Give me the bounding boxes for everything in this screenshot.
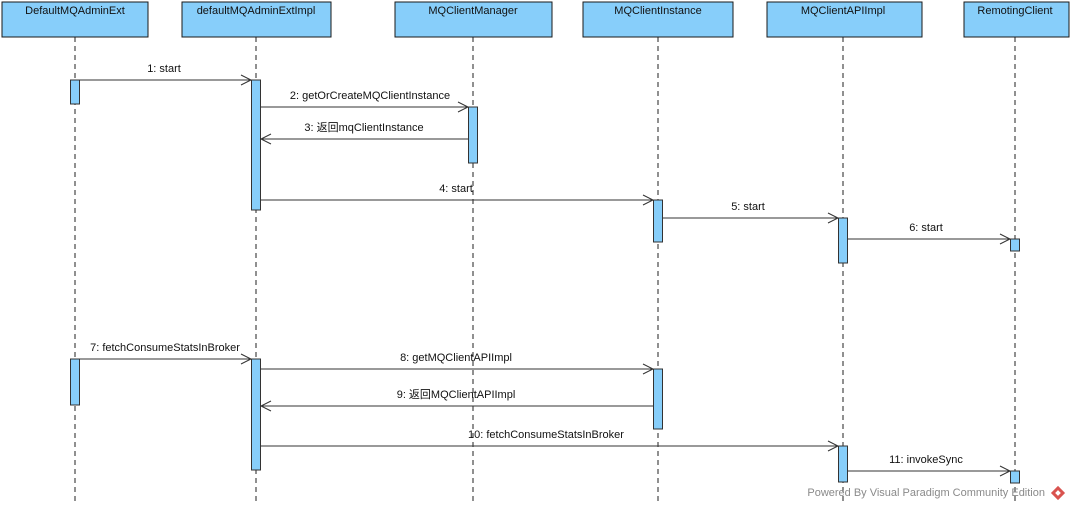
participant-box (582, 1, 734, 38)
message-7: 7: fetchConsumeStatsInBroker (80, 342, 253, 365)
message-label: 3: 返回mqClientInstance (304, 121, 423, 134)
message-3: 3: 返回mqClientInstance (259, 121, 468, 145)
activation-bar (838, 217, 848, 264)
message-label: 10: fetchConsumeStatsInBroker (468, 429, 624, 441)
activation-bar (70, 358, 80, 406)
message-5: 5: start (663, 201, 840, 224)
activation-bar (653, 199, 663, 243)
message-6: 6: start (848, 222, 1012, 245)
activation-bar (653, 368, 663, 430)
activation-bar (251, 79, 261, 211)
arrowhead-icon (642, 363, 655, 375)
participant-p3: MQClientManager (394, 1, 553, 38)
participant-box (394, 1, 553, 38)
arrowhead-icon (240, 353, 253, 365)
participant-p4: MQClientInstance (582, 1, 734, 38)
participant-label: defaultMQAdminExtImpl (197, 5, 316, 17)
participant-label: MQClientAPIImpl (801, 5, 885, 17)
participant-p6: RemotingClient (963, 1, 1070, 38)
arrowhead-icon (259, 400, 272, 412)
participant-label: MQClientManager (428, 5, 518, 17)
arrowhead-icon (827, 440, 840, 452)
participant-p5: MQClientAPIImpl (766, 1, 923, 38)
participant-label: DefaultMQAdminExt (25, 5, 125, 17)
watermark: Powered By Visual Paradigm Community Edi… (807, 485, 1066, 501)
participant-label: MQClientInstance (614, 5, 701, 17)
activation-bar (70, 79, 80, 105)
participant-box (181, 1, 332, 38)
participant-p2: defaultMQAdminExtImpl (181, 1, 332, 38)
message-11: 11: invokeSync (848, 454, 1012, 477)
arrowhead-icon (827, 212, 840, 224)
arrowhead-icon (457, 101, 470, 113)
message-label: 1: start (147, 63, 181, 75)
activation-bar (468, 106, 478, 164)
message-label: 2: getOrCreateMQClientInstance (290, 90, 450, 102)
watermark-text: Powered By Visual Paradigm Community Edi… (807, 487, 1045, 499)
arrowhead-icon (240, 74, 253, 86)
participant-box (1, 1, 149, 38)
message-8: 8: getMQClientAPIImpl (261, 352, 655, 375)
activation-bar (1010, 470, 1020, 484)
arrowhead-icon (642, 194, 655, 206)
participant-box (766, 1, 923, 38)
message-label: 4: start (439, 183, 473, 195)
activation-bar (838, 445, 848, 483)
message-1: 1: start (80, 63, 253, 86)
message-9: 9: 返回MQClientAPIImpl (259, 388, 653, 412)
message-label: 7: fetchConsumeStatsInBroker (90, 342, 240, 354)
message-10: 10: fetchConsumeStatsInBroker (261, 429, 840, 452)
message-label: 9: 返回MQClientAPIImpl (397, 388, 516, 401)
arrowhead-icon (999, 465, 1012, 477)
activation-bar (251, 358, 261, 471)
message-label: 5: start (731, 201, 765, 213)
participant-label: RemotingClient (977, 5, 1052, 17)
message-4: 4: start (261, 183, 655, 206)
visual-paradigm-logo-icon (1050, 485, 1066, 501)
arrowhead-icon (999, 233, 1012, 245)
message-label: 6: start (909, 222, 943, 234)
message-2: 2: getOrCreateMQClientInstance (261, 90, 470, 113)
activation-bar (1010, 238, 1020, 252)
participant-p1: DefaultMQAdminExt (1, 1, 149, 38)
arrowhead-icon (259, 133, 272, 145)
message-label: 8: getMQClientAPIImpl (400, 352, 512, 364)
participant-box (963, 1, 1070, 38)
message-label: 11: invokeSync (889, 454, 963, 466)
